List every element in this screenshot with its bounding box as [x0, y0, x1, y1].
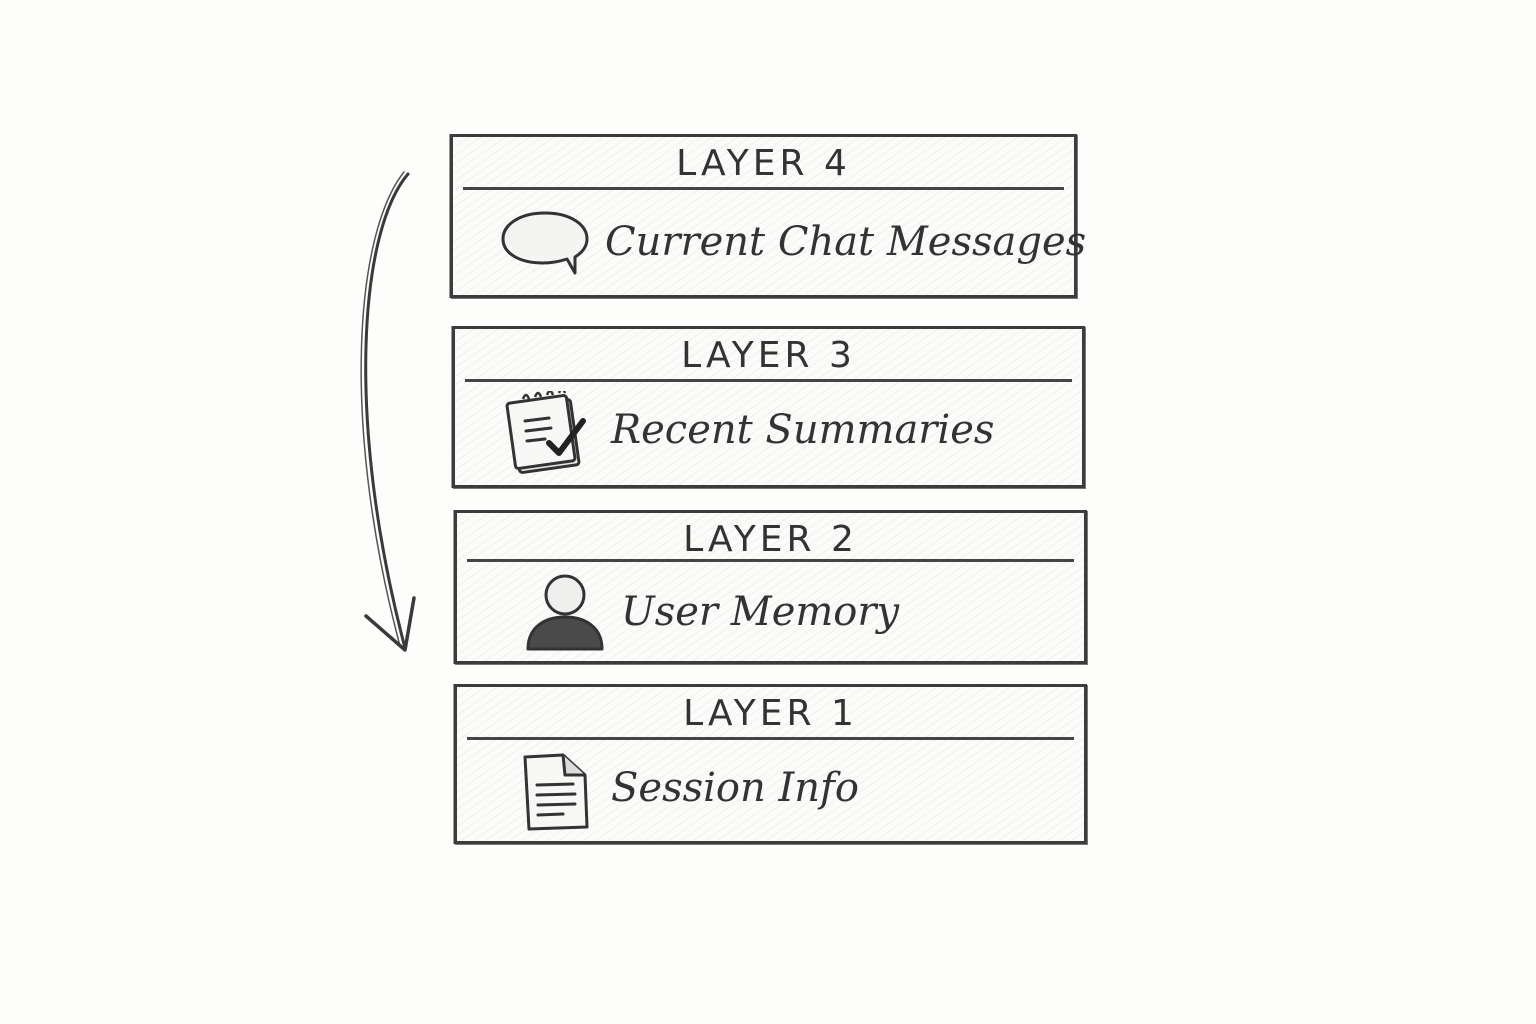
layer-1-box: LAYER 1 Session Info: [454, 684, 1087, 844]
layer-3-box: LAYER 3 Recent Summaries: [452, 326, 1085, 488]
layer-2-label: User Memory: [621, 589, 900, 635]
layer-1-label: Session Info: [611, 765, 859, 811]
layer-3-title: LAYER 3: [681, 335, 856, 376]
layer-4-box: LAYER 4 Current Chat Messages: [450, 134, 1086, 298]
layer-2-box: LAYER 2 User Memory: [454, 510, 1087, 664]
layer-4-label: Current Chat Messages: [605, 219, 1087, 265]
layer-3-label: Recent Summaries: [611, 407, 995, 453]
layer-2-title: LAYER 2: [683, 519, 858, 560]
layer-4-title: LAYER 4: [676, 143, 851, 184]
user-icon: [526, 574, 604, 651]
layer-2-divider: [467, 559, 1074, 562]
chat-bubble-icon: [501, 211, 589, 275]
notepad-check-icon: [505, 391, 586, 474]
layer-1-divider: [467, 737, 1074, 740]
document-icon: [523, 753, 589, 831]
layer-3-divider: [465, 379, 1072, 382]
layer-4-divider: [463, 187, 1064, 190]
layer-1-title: LAYER 1: [683, 693, 858, 734]
